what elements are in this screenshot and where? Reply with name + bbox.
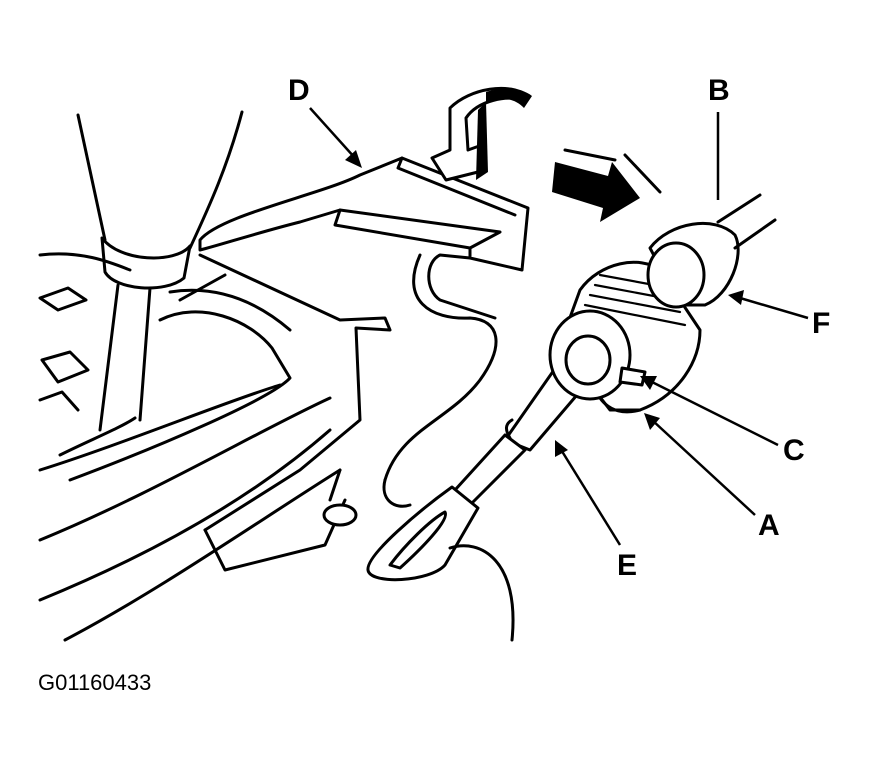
callout-f: F (812, 307, 830, 340)
callout-d: D (288, 74, 310, 107)
callout-e: E (617, 549, 637, 582)
callout-c: C (783, 434, 805, 467)
shift-lever-assembly (38, 110, 392, 642)
leader-lines (309, 107, 809, 546)
callout-a: A (758, 509, 780, 542)
right-arrow-icon (552, 148, 662, 222)
contour-line (448, 544, 515, 642)
bracket-d (198, 156, 530, 508)
down-arrow-icon (430, 86, 532, 182)
cable-adjuster (548, 193, 777, 414)
callout-b: B (708, 74, 730, 107)
figure-id: G01160433 (38, 670, 151, 695)
